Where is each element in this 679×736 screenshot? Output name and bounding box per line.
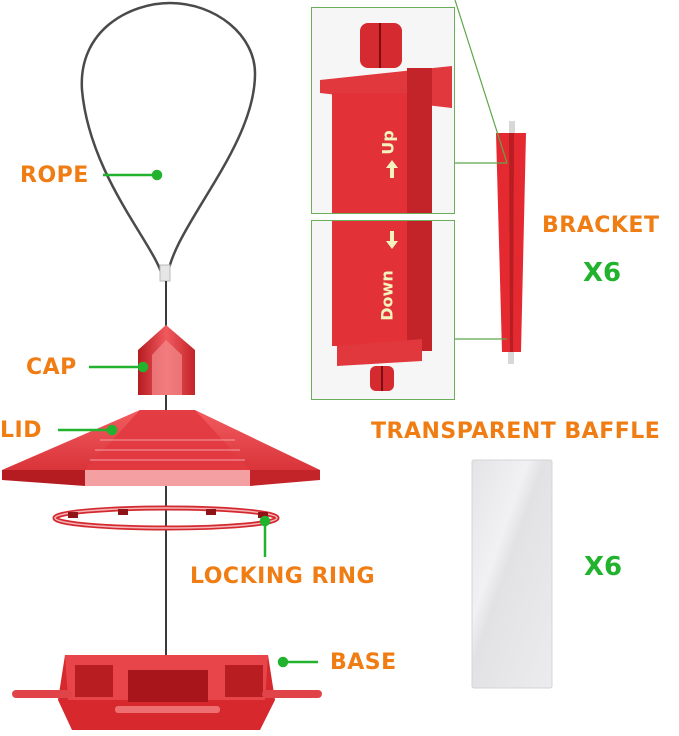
- label-lid: LID: [0, 418, 42, 443]
- rope: [80, 1, 257, 330]
- transparent-baffle: [471, 459, 553, 689]
- base: [12, 655, 322, 730]
- label-rope: ROPE: [20, 163, 89, 188]
- label-cap: CAP: [26, 355, 77, 380]
- up-marking: Up: [378, 130, 398, 155]
- bracket-top-detail: Up: [311, 7, 455, 214]
- lid: [2, 410, 320, 486]
- cap: [138, 325, 195, 395]
- bracket-quantity: X6: [583, 258, 622, 288]
- baffle-quantity: X6: [584, 552, 623, 582]
- label-bracket: BRACKET: [542, 213, 660, 238]
- bracket: [496, 121, 526, 364]
- down-arrow-icon: [386, 231, 398, 249]
- bracket-bottom-detail: Down: [311, 220, 455, 400]
- label-locking-ring: LOCKING RING: [190, 564, 376, 589]
- leader-lines: [58, 169, 318, 668]
- down-marking: Down: [377, 270, 397, 321]
- label-base: BASE: [330, 650, 397, 675]
- label-transparent-baffle: TRANSPARENT BAFFLE: [371, 419, 661, 444]
- locking-ring: [52, 505, 280, 531]
- leader-line-up: [454, 0, 508, 164]
- up-arrow-icon: [386, 160, 398, 178]
